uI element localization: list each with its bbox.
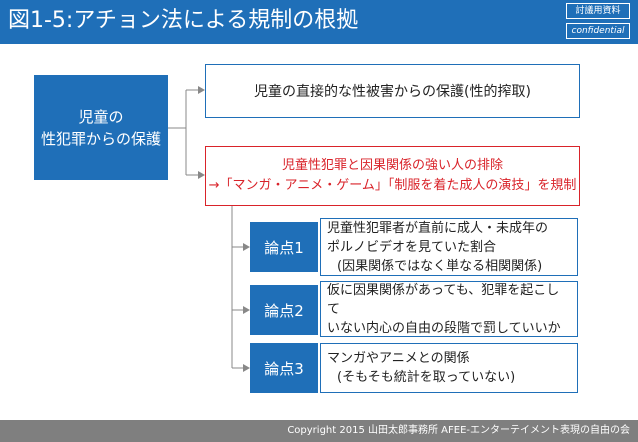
point1-line1: 児童性犯罪者が直前に成人・未成年の [327, 220, 549, 236]
point1-line3: (因果関係ではなく単なる相関関係) [337, 258, 543, 274]
footer-bar: Copyright 2015 山田太郎事務所 AFEE-エンターテイメント表現の… [0, 420, 638, 442]
branch-direct-protection: 児童の直接的な性被害からの保護(性的搾取) [205, 64, 580, 118]
arrow-point3 [243, 364, 250, 372]
page-title: 図1-5:アチョン法による規制の根拠 [8, 8, 359, 33]
point3-line1: マンガやアニメとの関係 [327, 351, 470, 366]
point2-line1: 仮に因果関係があっても、犯罪を起こして [327, 282, 560, 317]
confidential-tag: confidential [566, 23, 630, 39]
branch2-line2: →「マンガ・アニメ・ゲーム」「制服を着た成人の演技」を規制 [208, 178, 577, 193]
point2-detail: 仮に因果関係があっても、犯罪を起こして いない内心の自由の段階で罰していいか [320, 281, 578, 337]
arrow-branch2 [198, 171, 205, 179]
branch-exclusion-regulation: 児童性犯罪と因果関係の強い人の排除 →「マンガ・アニメ・ゲーム」「制服を着た成人… [205, 146, 580, 206]
point2-line2: いない内心の自由の段階で罰していいか [327, 320, 561, 336]
root-line1: 児童の [78, 107, 124, 126]
root-line2: 性犯罪からの保護 [40, 129, 161, 148]
point1-badge: 論点1 [250, 222, 318, 272]
branch2-line1: 児童性犯罪と因果関係の強い人の排除 [281, 158, 503, 173]
point1-line2: ポルノビデオを見ていた割合 [327, 239, 497, 255]
point3-line2: (そもそも統計を取っていない) [337, 370, 516, 385]
arrow-point1 [243, 243, 250, 251]
copyright-text: Copyright 2015 山田太郎事務所 AFEE-エンターテイメント表現の… [287, 425, 630, 436]
point3-detail: マンガやアニメとの関係 (そもそも統計を取っていない) [320, 343, 578, 393]
root-node-child-protection: 児童の 性犯罪からの保護 [34, 75, 168, 180]
title-bar: 図1-5:アチョン法による規制の根拠 討議用資料 confidential [0, 0, 638, 44]
point3-badge: 論点3 [250, 343, 318, 393]
branch1-text: 児童の直接的な性被害からの保護(性的搾取) [254, 84, 531, 100]
internal-doc-tag: 討議用資料 [566, 3, 630, 19]
arrow-branch1 [198, 86, 205, 94]
arrow-point2 [243, 306, 250, 314]
point2-badge: 論点2 [250, 285, 318, 335]
point1-detail: 児童性犯罪者が直前に成人・未成年の ポルノビデオを見ていた割合 (因果関係ではな… [320, 218, 578, 276]
